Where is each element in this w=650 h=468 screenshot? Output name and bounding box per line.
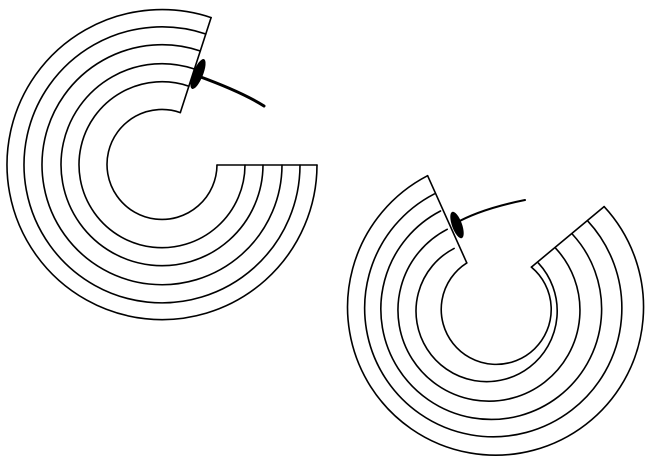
diagram-canvas	[0, 0, 650, 468]
background	[0, 0, 650, 468]
